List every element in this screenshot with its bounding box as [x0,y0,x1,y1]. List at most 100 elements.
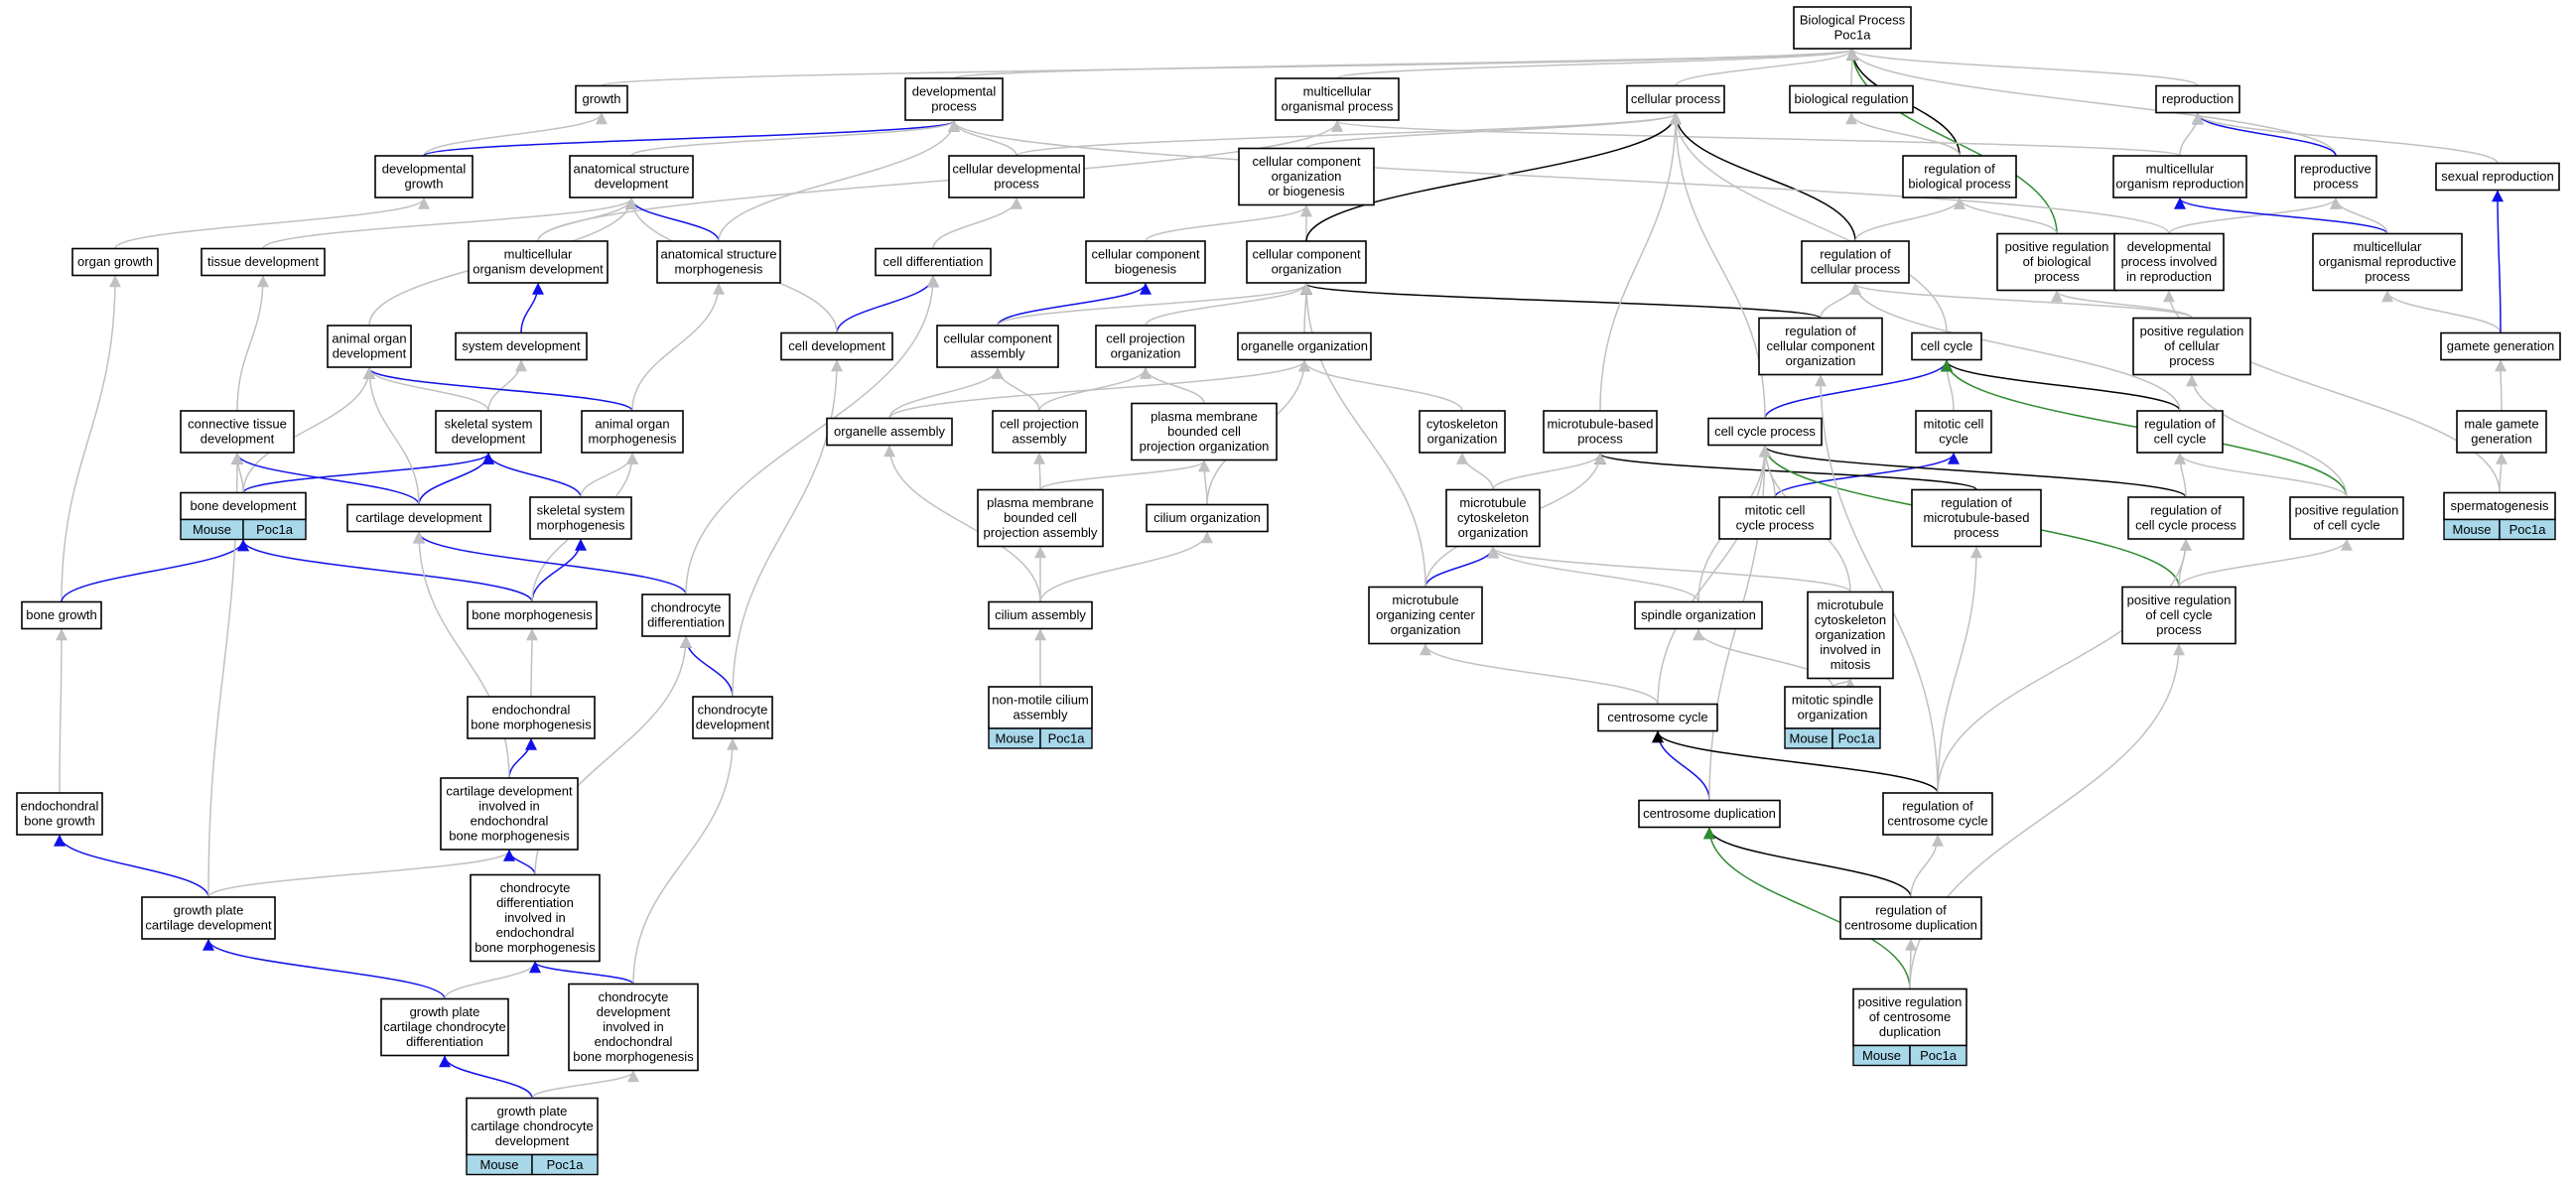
go-term-node-organgrowth[interactable]: organ growth [71,247,159,277]
go-term-node-organelleassembly[interactable]: organelle assembly [826,417,953,447]
go-term-node-bonegrowth[interactable]: bone growth [21,600,102,630]
go-term-node-centrosomecycle[interactable]: centrosome cycle [1597,703,1718,732]
go-term-node-cartilagedev[interactable]: cartilage development [346,503,491,533]
go-term-box [2435,162,2560,192]
go-term-box [466,1097,599,1156]
go-term-box [1095,325,1196,368]
go-term-node-gametegen[interactable]: gamete generation [2440,331,2561,361]
go-term-node-celldiff[interactable]: cell differentiation [875,247,992,277]
go-term-node-sysdev[interactable]: system development [455,331,588,361]
go-term-box [2113,232,2225,292]
go-term-node-ciliumassembly[interactable]: cilium assembly [988,600,1093,630]
go-term-node-organelleorg[interactable]: organelle organization [1237,331,1372,361]
go-term-box [581,410,684,454]
go-term-label: process [1577,432,1623,447]
go-term-box [1368,586,1483,645]
go-term-label: cellular component [943,331,1052,346]
annotation-badge-poc1a: Poc1a [531,1153,599,1176]
go-term-node-tissuedev[interactable]: tissue development [201,247,326,277]
go-term-node-cellcycleproc[interactable]: cell cycle process [1707,417,1823,447]
go-term-node-centdup[interactable]: centrosome duplication [1638,799,1781,829]
edge-is-a-celldiff-to-celldevproc [932,197,1022,249]
go-term-node-celldev[interactable]: cell development [780,331,893,361]
go-term-node-spindleorg[interactable]: spindle organization [1634,600,1763,630]
edge-part-of-asm-to-asd [625,197,720,242]
go-term-label: organelle organization [1241,338,1368,353]
go-term-box [2127,496,2244,540]
go-term-label: bone growth [26,607,97,622]
edge-part-of-chondrodevendo-to-chondrodiffendo [529,961,634,986]
go-term-label: mitotic spindle [1792,693,1873,708]
edge-is-a-posregccp-to-posregcellcycle [2178,538,2353,588]
go-term-node-cellcycle[interactable]: cell cycle [1911,331,1982,361]
go-term-node-mtcytomitosis[interactable]: microtubulecytoskeletonorganizationinvol… [1807,591,1894,680]
go-term-node-ciliumorg[interactable]: cilium organization [1146,503,1269,533]
go-term-node-sexrepro[interactable]: sexual reproduction [2435,162,2560,192]
go-term-node-cellproc[interactable]: cellular process [1626,84,1725,114]
go-term-node-growth[interactable]: growth [575,84,628,114]
go-term-node-reproduction[interactable]: reproduction [2155,84,2240,114]
go-term-node-bioreg[interactable]: biological regulation [1789,84,1914,114]
go-term-node-bonemorph[interactable]: bone morphogenesis [467,600,598,630]
